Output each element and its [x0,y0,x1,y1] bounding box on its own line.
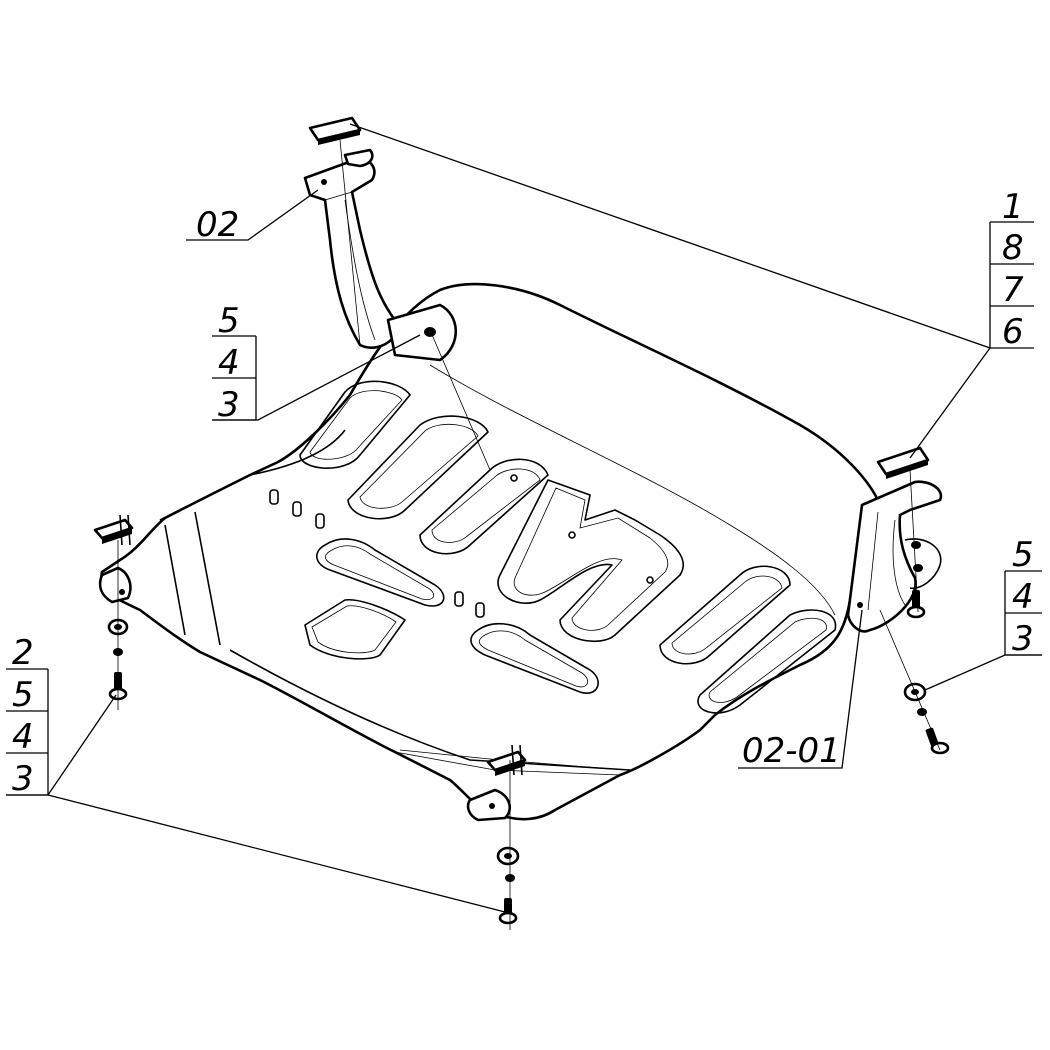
rib-2 [347,415,489,520]
vent-slot [475,602,485,618]
label-02: 02 [196,205,239,245]
rib-4 [497,479,684,643]
callout-stack-left-bottom: 2 5 4 3 [6,633,49,799]
label-3: 3 [12,759,34,799]
vent-slot [269,489,279,505]
vent-slot [292,501,302,517]
skid-plate [100,282,882,821]
rib-5-inner [671,575,783,655]
lower-slot-2 [470,622,599,694]
rib-3 [419,458,549,555]
bracket-02-01-flange-hole [911,541,921,549]
rib-6 [697,609,837,714]
fastener-stack-front [496,846,520,925]
clamp-plate-top [308,116,362,145]
label-3: 3 [218,385,240,425]
plate-flange-line [429,364,836,616]
access-hatch-inner [311,605,397,654]
label-5: 5 [12,675,34,715]
bracket-02-01-body [846,480,943,633]
lower-slot-1 [316,538,445,607]
bracket-02-slot [343,148,374,168]
label-5: 5 [218,301,240,341]
bracket-02-01-flange [904,538,942,590]
clamp-plate-right [876,446,930,479]
stamping-ribs [299,380,837,714]
rivet-hole [510,474,518,482]
access-hatch [304,599,406,660]
label-4: 4 [1012,577,1034,617]
callout-stack-left-mid: 5 4 3 [212,301,257,425]
plate-inner-edge [159,429,631,771]
bracket-02-pad-hole [424,327,436,337]
lower-slot-1-inner [325,545,435,601]
rib-4-inner [513,487,669,631]
callout-stack-right-mid: 5 4 3 [1004,535,1042,659]
rib-1-inner [309,390,403,460]
vent-slots [269,474,654,618]
mount-tabs [98,566,512,822]
axis-lines [117,139,941,930]
vent-slot [454,591,464,607]
label-4: 4 [218,343,240,383]
bracket-02-pad [386,303,457,362]
bracket-02-hole [321,179,327,185]
rib-5 [659,565,791,665]
bracket-02-01-edge [867,511,906,611]
lower-slot-2-inner [478,630,589,688]
label-5: 5 [1012,535,1034,575]
rivet-hole [646,576,654,584]
label-1: 1 [1002,187,1024,227]
label-3: 3 [1012,619,1034,659]
vent-slot [315,513,325,529]
label-8: 8 [1002,228,1024,268]
callout-stack-right-top: 1 8 7 6 [989,187,1034,352]
label-4: 4 [12,717,34,757]
label-6: 6 [1002,312,1024,352]
rib-6-inner [708,617,827,703]
bracket-02 [303,148,457,362]
label-02-01: 02-01 [742,731,841,771]
bracket-02-01 [846,480,943,633]
bracket-02-01-hole [857,602,863,608]
label-7: 7 [1002,270,1024,310]
clip-nut-left [93,514,134,546]
rivet-hole [568,531,576,539]
label-2: 2 [12,633,34,673]
rib-1 [299,380,411,469]
rib-2-inner [359,423,479,509]
